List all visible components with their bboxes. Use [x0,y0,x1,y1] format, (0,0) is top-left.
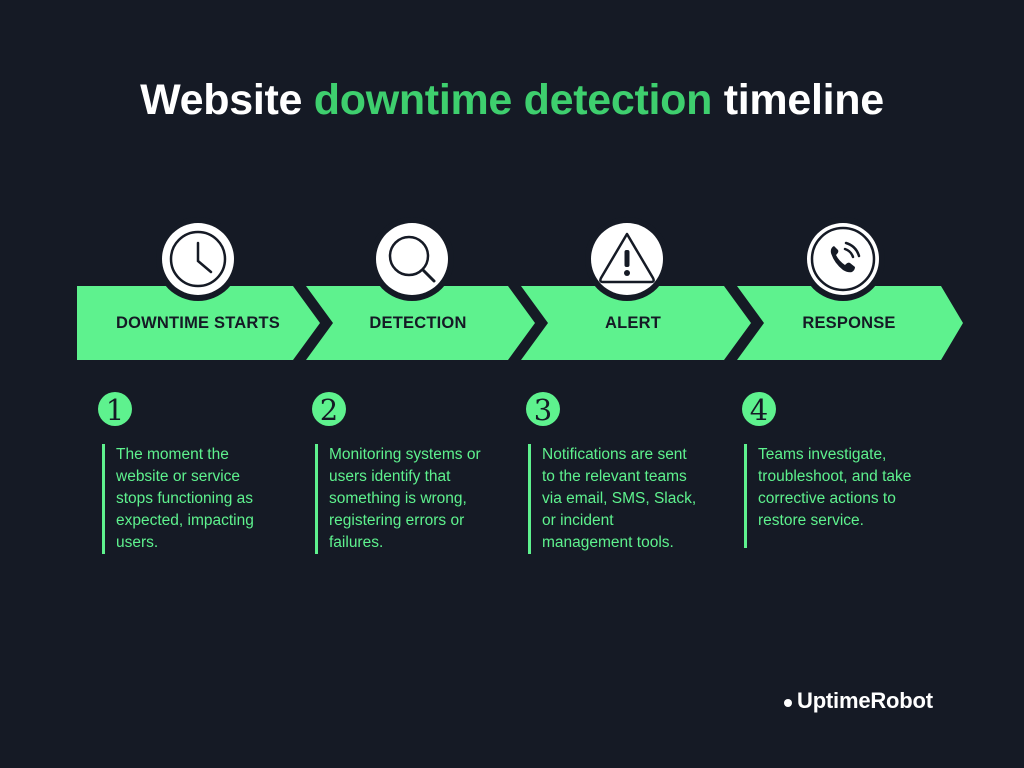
desc-line: users. [116,534,159,551]
desc-line: users identify that [329,468,451,485]
desc-line: registering errors or [329,512,465,529]
clock-icon [169,230,227,288]
magnifier-icon [388,235,436,283]
desc-line: something is wrong, [329,490,467,507]
desc-line: failures. [329,534,384,551]
chevron-segment-1 [77,286,320,360]
chevron-segment-2 [306,286,535,360]
desc-line: Monitoring systems or [329,446,481,463]
warning-icon [599,232,655,284]
title-part-3: timeline [712,76,884,124]
phone-call-icon [810,226,876,292]
desc-line: expected, impacting [116,512,254,529]
desc-line: or incident [542,512,614,529]
page-title: Website downtime detection timeline [0,76,1024,125]
step-label-detection: DETECTION [369,314,467,332]
step-label-downtime-starts: DOWNTIME STARTS [115,314,280,332]
desc-line: to the relevant teams [542,468,687,485]
desc-line: restore service. [758,512,864,529]
chevron-segment-4 [737,286,963,360]
step-label-alert: ALERT [605,314,661,332]
chevron-segment-3 [521,286,751,360]
brand-name: UptimeRobot [797,688,933,713]
step-description-4: Teams investigate, troubleshoot, and tak… [744,444,948,548]
desc-line: troubleshoot, and take [758,468,912,485]
step-label-response: RESPONSE [802,314,896,332]
brand-dot-icon [784,699,792,707]
desc-line: Teams investigate, [758,446,887,463]
step-number-1: 1 [98,392,132,427]
desc-line: website or service [116,468,241,485]
desc-line: corrective actions to [758,490,896,507]
desc-line: The moment the [116,446,229,463]
title-part-1: Website [140,76,314,124]
step-number-2: 2 [312,392,346,427]
timeline-band [77,223,963,360]
desc-line: via email, SMS, Slack, [542,490,697,507]
desc-line: management tools. [542,534,674,551]
desc-line: Notifications are sent [542,446,687,463]
step-number-4: 4 [742,392,776,427]
step-description-2: Monitoring systems or users identify tha… [315,444,519,554]
step-description-1: The moment the website or service stops … [102,444,306,554]
step-number-3: 3 [526,392,560,427]
title-accent: downtime detection [313,76,713,124]
step-description-3: Notifications are sent to the relevant t… [528,444,732,554]
brand-logo: UptimeRobot [784,688,933,714]
desc-line: stops functioning as [116,490,254,507]
